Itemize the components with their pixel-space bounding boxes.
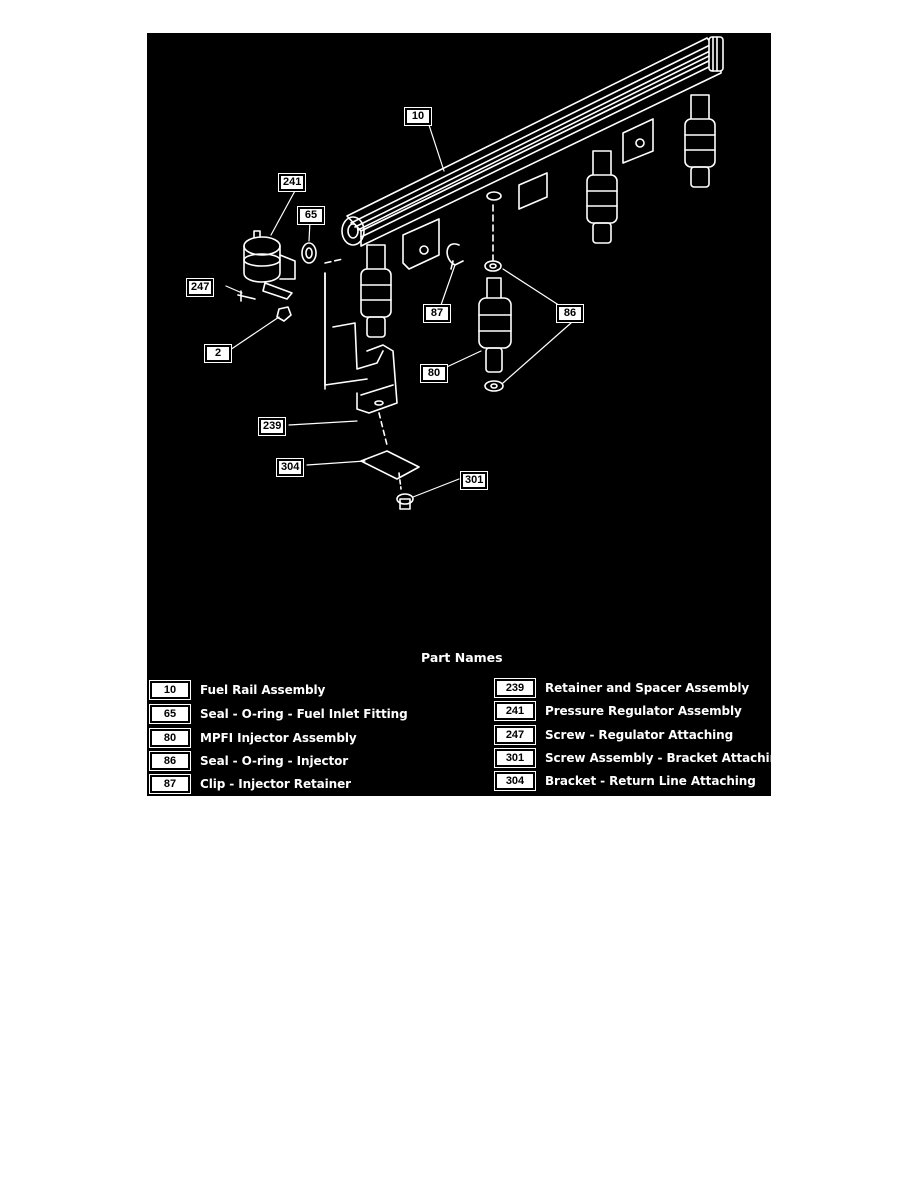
legend-number: 241 <box>494 701 536 721</box>
legend-row-65: 65 Seal - O-ring - Fuel Inlet Fitting <box>149 704 408 724</box>
diagram-artwork <box>225 36 724 510</box>
exploded-parts-diagram: 10 241 65 247 2 87 86 80 239 304 301 Par… <box>147 33 771 796</box>
legend-part-name: Seal - O-ring - Injector <box>200 754 349 768</box>
legend-part-name: Pressure Regulator Assembly <box>545 704 742 718</box>
callout-87: 87 <box>423 304 451 323</box>
legend-number: 247 <box>494 725 536 745</box>
legend-number: 301 <box>494 748 536 768</box>
legend-number: 65 <box>149 704 191 724</box>
legend-number: 239 <box>494 678 536 698</box>
legend-part-name: Clip - Injector Retainer <box>200 777 351 791</box>
callout-2: 2 <box>204 344 232 363</box>
legend-row-87: 87 Clip - Injector Retainer <box>149 774 351 794</box>
leader-lines <box>225 121 572 498</box>
legend-row-239: 239 Retainer and Spacer Assembly <box>494 678 750 698</box>
callout-86: 86 <box>556 304 584 323</box>
callout-239: 239 <box>257 417 287 436</box>
legend-part-name: Screw Assembly - Bracket Attaching <box>545 751 771 765</box>
legend-number: 87 <box>149 774 191 794</box>
legend-part-name: Retainer and Spacer Assembly <box>545 681 750 695</box>
callout-65: 65 <box>297 206 325 225</box>
legend-row-80: 80 MPFI Injector Assembly <box>149 728 357 748</box>
legend-title: Part Names <box>421 650 503 665</box>
legend-number: 80 <box>149 728 191 748</box>
bracket-drawing <box>324 272 420 510</box>
legend-number: 10 <box>149 680 191 700</box>
exploded-injector-drawing <box>446 204 512 392</box>
legend-row-10: 10 Fuel Rail Assembly <box>149 680 326 700</box>
pressure-regulator-drawing <box>237 230 344 390</box>
legend-part-name: Fuel Rail Assembly <box>200 683 326 697</box>
fuel-rail-drawing <box>341 36 724 270</box>
legend-row-304: 304 Bracket - Return Line Attaching <box>494 771 756 791</box>
legend-row-241: 241 Pressure Regulator Assembly <box>494 701 742 721</box>
legend-row-86: 86 Seal - O-ring - Injector <box>149 751 349 771</box>
legend-row-301: 301 Screw Assembly - Bracket Attaching <box>494 748 771 768</box>
callout-304: 304 <box>275 458 305 477</box>
legend-part-name: Bracket - Return Line Attaching <box>545 774 756 788</box>
legend-number: 86 <box>149 751 191 771</box>
legend-part-name: Screw - Regulator Attaching <box>545 728 734 742</box>
callout-247: 247 <box>185 278 215 297</box>
callout-301: 301 <box>459 471 489 490</box>
callout-241: 241 <box>277 173 307 192</box>
legend-part-name: MPFI Injector Assembly <box>200 731 357 745</box>
callout-80: 80 <box>420 364 448 383</box>
installed-injector-drawings <box>360 94 716 338</box>
callout-10: 10 <box>404 107 432 126</box>
legend-number: 304 <box>494 771 536 791</box>
legend-part-name: Seal - O-ring - Fuel Inlet Fitting <box>200 707 408 721</box>
legend-row-247: 247 Screw - Regulator Attaching <box>494 725 734 745</box>
